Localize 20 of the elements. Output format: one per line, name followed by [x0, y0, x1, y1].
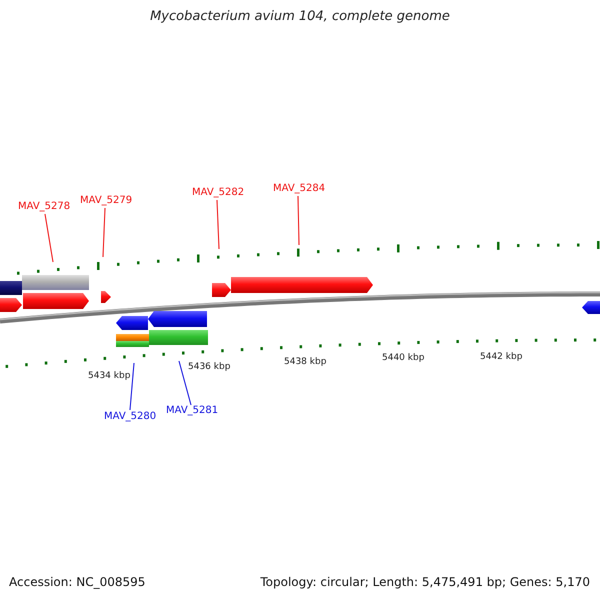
gene-label: MAV_5282	[192, 186, 244, 199]
leader-line	[298, 196, 300, 246]
accession-text: Accession: NC_008595	[9, 575, 146, 589]
tick-label: 5440 kbp	[382, 353, 424, 363]
leader-line	[130, 362, 134, 410]
leader-line	[178, 360, 192, 406]
genome-info-text: Topology: circular; Length: 5,475,491 bp; Genes: 5,170	[260, 575, 590, 589]
tick-label: 5438 kbp	[284, 357, 326, 367]
gene-label: MAV_5279	[80, 194, 132, 207]
tick-label: 5434 kbp	[88, 371, 130, 381]
leader-line	[102, 208, 106, 258]
gene-label: MAV_5278	[18, 200, 70, 213]
leader-line	[216, 200, 220, 250]
gene-label: MAV_5284	[273, 182, 326, 195]
title: Mycobacterium avium 104, complete genome	[149, 9, 451, 24]
gene-label: MAV_5280	[104, 410, 156, 423]
tick-label: 5442 kbp	[480, 352, 522, 362]
tick-label: 5436 kbp	[188, 362, 230, 372]
gene-label: MAV_5281	[166, 404, 218, 417]
leader-line	[44, 214, 54, 262]
